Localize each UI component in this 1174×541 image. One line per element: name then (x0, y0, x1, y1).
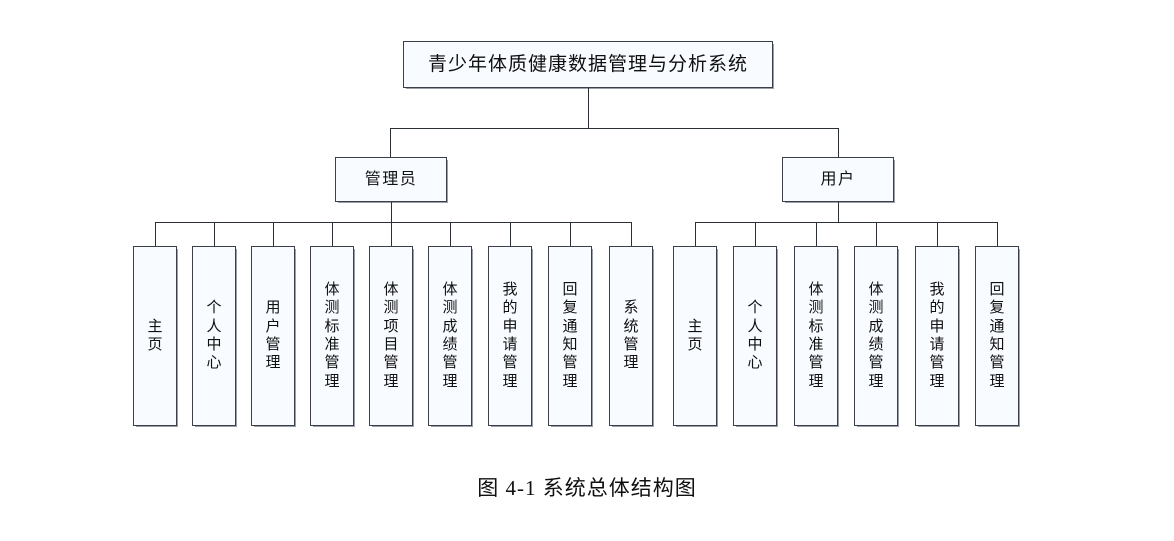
connector-admin-leaf-drop-4 (332, 222, 333, 246)
node-leaf-user-3-label: 体测标准管理 (808, 282, 824, 390)
node-leaf-admin-7[interactable]: 我的申请管理 (488, 246, 532, 426)
connector-admin-leaf-drop-7 (510, 222, 511, 246)
node-leaf-admin-1[interactable]: 主页 (133, 246, 177, 426)
connector-user-drop (838, 202, 839, 222)
connector-user-leaf-bus (695, 222, 997, 223)
connector-user-leaf-drop-4 (876, 222, 877, 246)
connector-admin-leaf-drop-1 (155, 222, 156, 246)
connector-admin-leaf-drop-5 (391, 222, 392, 246)
node-leaf-admin-5-label: 体测项目管理 (383, 282, 399, 390)
connector-user-leaf-drop-1 (695, 222, 696, 246)
node-branch-admin-label: 管理员 (364, 170, 418, 188)
node-leaf-user-1[interactable]: 主页 (673, 246, 717, 426)
node-leaf-admin-4[interactable]: 体测标准管理 (310, 246, 354, 426)
connector-user-leaf-drop-6 (997, 222, 998, 246)
node-leaf-user-6-label: 回复通知管理 (989, 282, 1005, 390)
connector-user-leaf-drop-5 (937, 222, 938, 246)
node-leaf-admin-2[interactable]: 个人中心 (192, 246, 236, 426)
node-leaf-user-5[interactable]: 我的申请管理 (915, 246, 959, 426)
connector-admin-leaf-bus (155, 222, 632, 223)
connector-root-drop (588, 88, 589, 128)
connector-level1-bus (390, 128, 838, 129)
node-branch-user[interactable]: 用户 (782, 157, 894, 202)
node-leaf-user-4[interactable]: 体测成绩管理 (854, 246, 898, 426)
node-leaf-admin-2-label: 个人中心 (206, 300, 222, 372)
node-leaf-admin-4-label: 体测标准管理 (324, 282, 340, 390)
node-leaf-user-3[interactable]: 体测标准管理 (794, 246, 838, 426)
node-root-system[interactable]: 青少年体质健康数据管理与分析系统 (403, 41, 773, 88)
connector-admin-leaf-drop-6 (450, 222, 451, 246)
connector-bus-to-user (838, 128, 839, 157)
connector-bus-to-admin (390, 128, 391, 157)
node-root-label: 青少年体质健康数据管理与分析系统 (427, 54, 748, 75)
connector-user-leaf-drop-3 (816, 222, 817, 246)
node-leaf-admin-5[interactable]: 体测项目管理 (369, 246, 413, 426)
node-leaf-user-4-label: 体测成绩管理 (868, 282, 884, 390)
node-leaf-admin-3[interactable]: 用户管理 (251, 246, 295, 426)
node-leaf-user-2[interactable]: 个人中心 (733, 246, 777, 426)
node-branch-user-label: 用户 (820, 170, 856, 188)
node-leaf-user-6[interactable]: 回复通知管理 (975, 246, 1019, 426)
node-leaf-admin-9-label: 系统管理 (623, 300, 639, 372)
connector-admin-leaf-drop-8 (570, 222, 571, 246)
connector-admin-drop (391, 202, 392, 222)
node-leaf-admin-9[interactable]: 系统管理 (609, 246, 653, 426)
node-leaf-admin-3-label: 用户管理 (265, 300, 281, 372)
figure-caption: 图 4-1 系统总体结构图 (477, 476, 697, 500)
node-leaf-user-2-label: 个人中心 (747, 300, 763, 372)
connector-admin-leaf-drop-9 (631, 222, 632, 246)
node-leaf-admin-8-label: 回复通知管理 (562, 282, 578, 390)
node-branch-admin[interactable]: 管理员 (335, 157, 447, 202)
connector-user-leaf-drop-2 (755, 222, 756, 246)
node-leaf-admin-6-label: 体测成绩管理 (442, 282, 458, 390)
node-leaf-admin-1-label: 主页 (147, 318, 163, 353)
connector-admin-leaf-drop-3 (273, 222, 274, 246)
connector-admin-leaf-drop-2 (214, 222, 215, 246)
node-leaf-admin-6[interactable]: 体测成绩管理 (428, 246, 472, 426)
node-leaf-user-5-label: 我的申请管理 (929, 282, 945, 390)
node-leaf-admin-7-label: 我的申请管理 (502, 282, 518, 390)
node-leaf-user-1-label: 主页 (687, 318, 703, 353)
node-leaf-admin-8[interactable]: 回复通知管理 (548, 246, 592, 426)
